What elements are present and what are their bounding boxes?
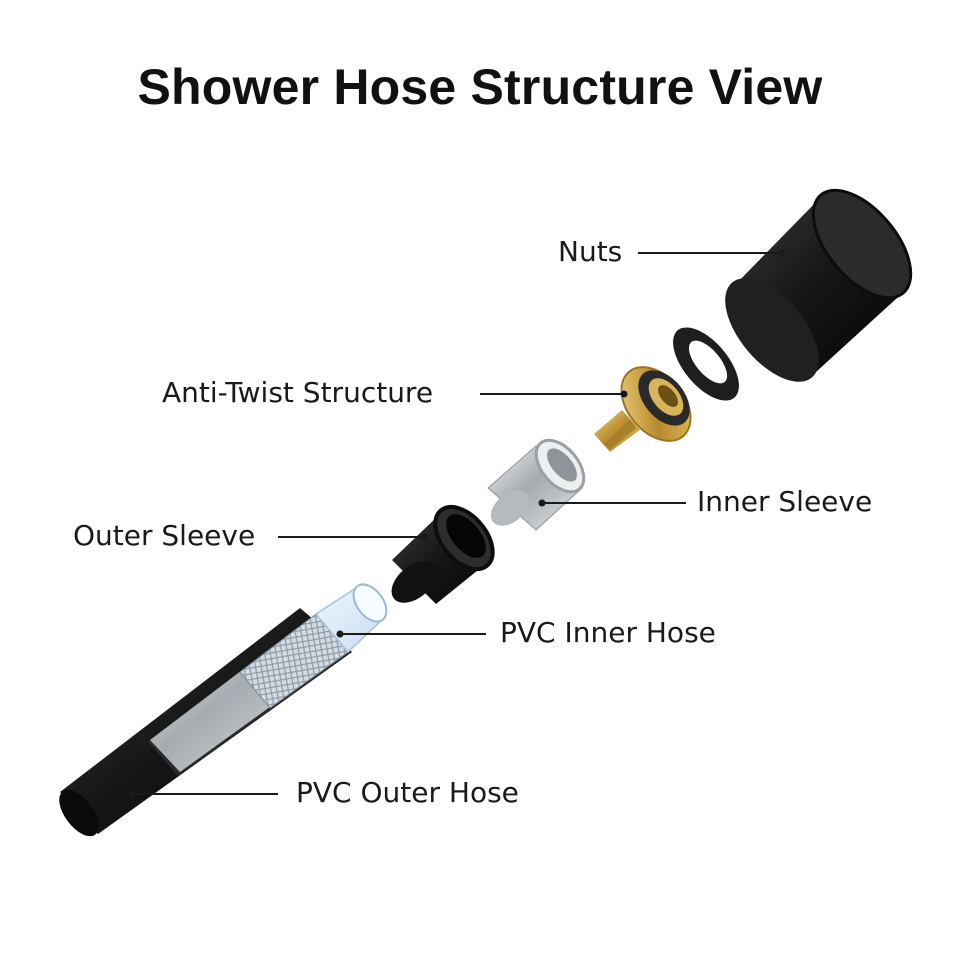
anti-twist-structure-part xyxy=(594,366,692,452)
leader-dots xyxy=(128,249,786,798)
label-inner-sleeve: Inner Sleeve xyxy=(697,485,873,518)
inner-sleeve-part xyxy=(487,438,586,531)
label-pvc-outer-hose: PVC Outer Hose xyxy=(296,776,519,809)
label-outer-sleeve: Outer Sleeve xyxy=(73,519,256,552)
pvc-inner-hose-part xyxy=(314,583,388,654)
washer-part xyxy=(673,327,739,401)
label-nuts: Nuts xyxy=(558,235,623,268)
label-anti-twist-structure: Anti-Twist Structure xyxy=(162,376,434,409)
leader-lines xyxy=(132,252,782,795)
page-title: Shower Hose Structure View xyxy=(137,59,823,115)
pvc-outer-hose-part xyxy=(59,608,352,837)
label-pvc-inner-hose: PVC Inner Hose xyxy=(500,616,716,649)
nut-part xyxy=(725,188,913,382)
outer-sleeve-part xyxy=(391,505,495,604)
